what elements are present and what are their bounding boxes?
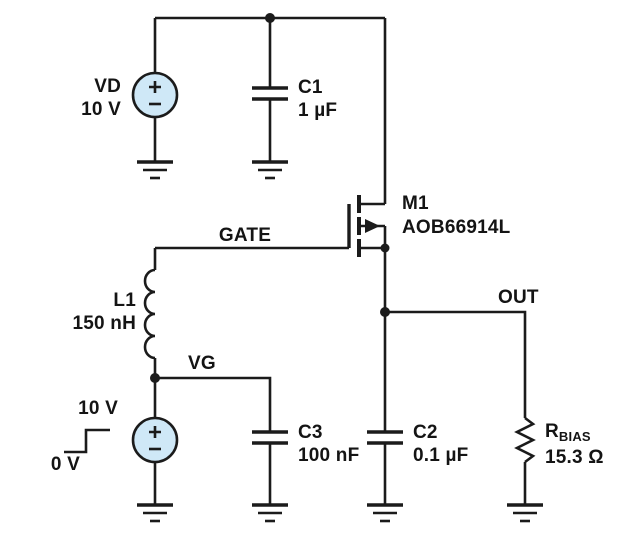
m1-name-label: M1 bbox=[402, 193, 429, 214]
junction-dot-out bbox=[380, 307, 390, 317]
c3-name-label: C3 bbox=[298, 422, 323, 443]
vd-value-label: 10 V bbox=[81, 99, 121, 120]
gate-net-label: GATE bbox=[219, 225, 271, 246]
c2-capacitor-symbol bbox=[367, 430, 403, 445]
ground-symbol-rbias bbox=[507, 503, 543, 523]
ground-symbol-pulse bbox=[137, 503, 173, 523]
l1-value-label: 150 nH bbox=[72, 313, 136, 334]
vd-name-label: VD bbox=[94, 76, 121, 97]
vg-net-label: VG bbox=[188, 353, 216, 374]
ground-symbol-c1 bbox=[252, 160, 288, 180]
c2-value-label: 0.1 µF bbox=[413, 445, 468, 466]
vg-pulse-source-symbol bbox=[64, 416, 179, 464]
out-net-label: OUT bbox=[498, 287, 539, 308]
c1-capacitor-symbol bbox=[252, 86, 288, 101]
junction-dot-vg bbox=[150, 373, 160, 383]
c1-value-label: 1 µF bbox=[298, 100, 337, 121]
plus-icon bbox=[149, 426, 161, 438]
l1-name-label: L1 bbox=[113, 290, 136, 311]
rbias-value-label: 15.3 Ω bbox=[545, 447, 604, 468]
rbias-name-label: RBIAS bbox=[545, 421, 591, 444]
ground-symbol-c2 bbox=[367, 503, 403, 523]
vg-wire bbox=[155, 376, 272, 432]
c2-name-label: C2 bbox=[413, 422, 438, 443]
junction-dot-top bbox=[265, 13, 275, 23]
ground-symbol-vd bbox=[137, 160, 173, 180]
pulse-low-label: 0 V bbox=[51, 454, 80, 475]
pulse-high-label: 10 V bbox=[78, 398, 118, 419]
mosfet-body-arrow-icon bbox=[365, 219, 380, 233]
l1-inductor-symbol bbox=[143, 268, 156, 360]
plus-icon bbox=[149, 81, 161, 93]
ground-symbol-c3 bbox=[252, 503, 288, 523]
out-wire bbox=[385, 310, 527, 418]
rbias-resistor-symbol bbox=[514, 416, 536, 464]
m1-mosfet-symbol bbox=[347, 195, 385, 257]
c3-value-label: 100 nF bbox=[298, 445, 359, 466]
vd-source-symbol bbox=[131, 71, 179, 119]
m1-part-label: AOB66914L bbox=[402, 217, 511, 238]
step-waveform-icon bbox=[64, 428, 110, 454]
c1-name-label: C1 bbox=[298, 77, 323, 98]
c3-capacitor-symbol bbox=[252, 430, 288, 445]
